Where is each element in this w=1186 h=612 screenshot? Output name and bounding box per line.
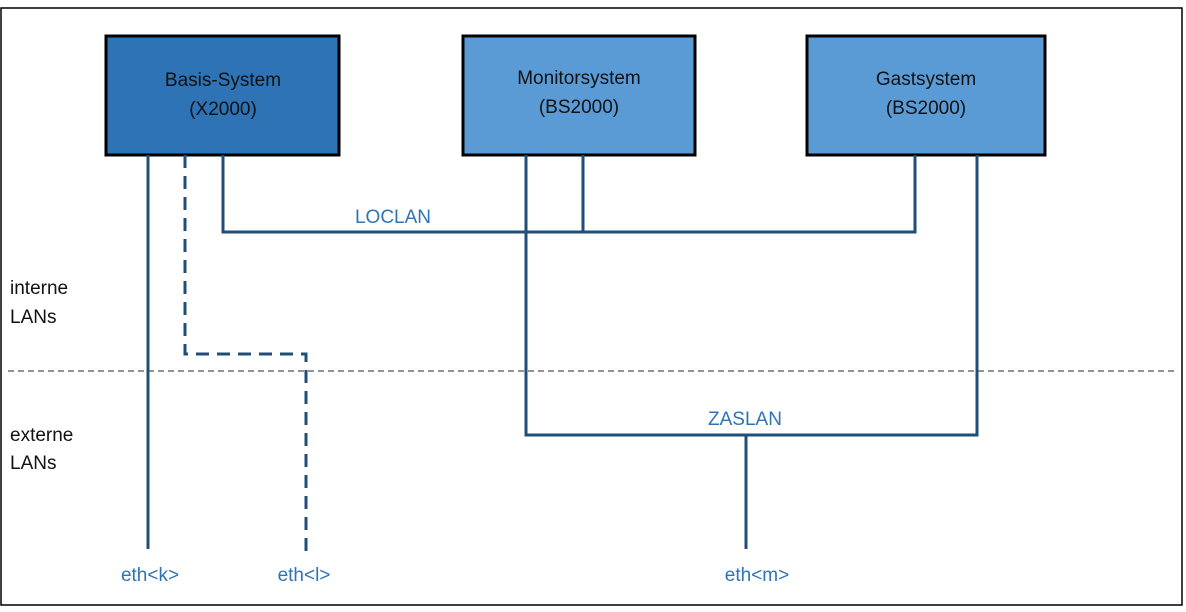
loclan-network: LOCLAN [221, 155, 917, 234]
basis-system-name: Basis-System [165, 70, 281, 91]
basis-system-os: (X2000) [189, 99, 257, 120]
eth-l-dashed-line [183, 155, 308, 551]
zaslan-label: ZASLAN [708, 409, 782, 430]
zaslan-network: ZASLAN [524, 155, 979, 549]
guest-system-name: Gastsystem [876, 69, 976, 90]
port-eth-m-label: eth<m> [725, 565, 789, 586]
guest-system-box: Gastsystem (BS2000) [805, 34, 1047, 157]
guest-system-os: (BS2000) [886, 98, 966, 119]
basis-system-box: Basis-System (X2000) [104, 34, 341, 157]
port-eth-k-label: eth<k> [121, 565, 179, 586]
external-zone-line1: externe [10, 425, 73, 446]
port-eth-l-label: eth<l> [278, 565, 331, 586]
external-zone-line2: LANs [10, 453, 56, 474]
monitor-system-box: Monitorsystem (BS2000) [461, 34, 697, 157]
monitor-system-name: Monitorsystem [517, 68, 641, 89]
zaslan-line [524, 155, 979, 437]
internal-zone-line2: LANs [10, 307, 56, 328]
loclan-line [221, 155, 917, 234]
loclan-label: LOCLAN [355, 207, 431, 228]
internal-zone-line1: interne [10, 278, 68, 299]
monitor-system-os: (BS2000) [539, 97, 619, 118]
